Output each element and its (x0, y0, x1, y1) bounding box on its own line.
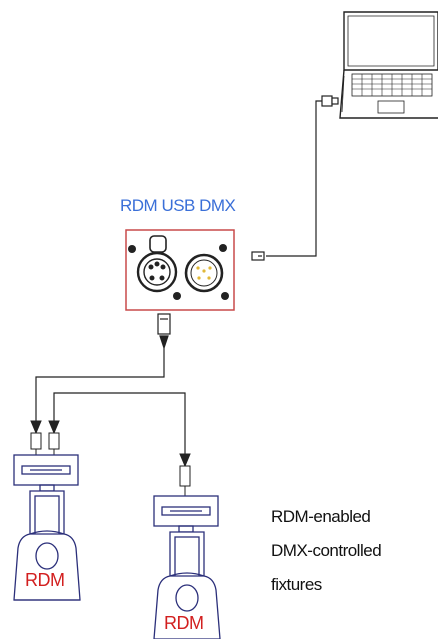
caption-line-1: RDM-enabled (271, 507, 371, 526)
laptop-icon (339, 11, 438, 119)
fixtures-caption: RDM-enabled DMX-controlled fixtures (271, 500, 382, 602)
usb-cable (251, 95, 339, 261)
moving-head-fixture-right (153, 495, 221, 639)
rdm-tag-right: RDM (164, 613, 204, 633)
moving-head-fixture-left (13, 454, 81, 601)
caption-line-3: fixtures (271, 575, 322, 594)
rdm-tag-left: RDM (25, 570, 65, 590)
caption-line-2: DMX-controlled (271, 541, 382, 560)
rdm-usb-dmx-device (125, 229, 235, 311)
xlr-female-connector-icon (136, 235, 178, 293)
fixture-plugs-left (30, 420, 60, 455)
dmx-output-plug-icon (157, 313, 171, 350)
fixture-plug-right (179, 453, 191, 496)
device-label: RDM USB DMX (120, 196, 236, 215)
dmx-cable (35, 348, 186, 454)
xlr-male-connector-icon (184, 253, 224, 293)
